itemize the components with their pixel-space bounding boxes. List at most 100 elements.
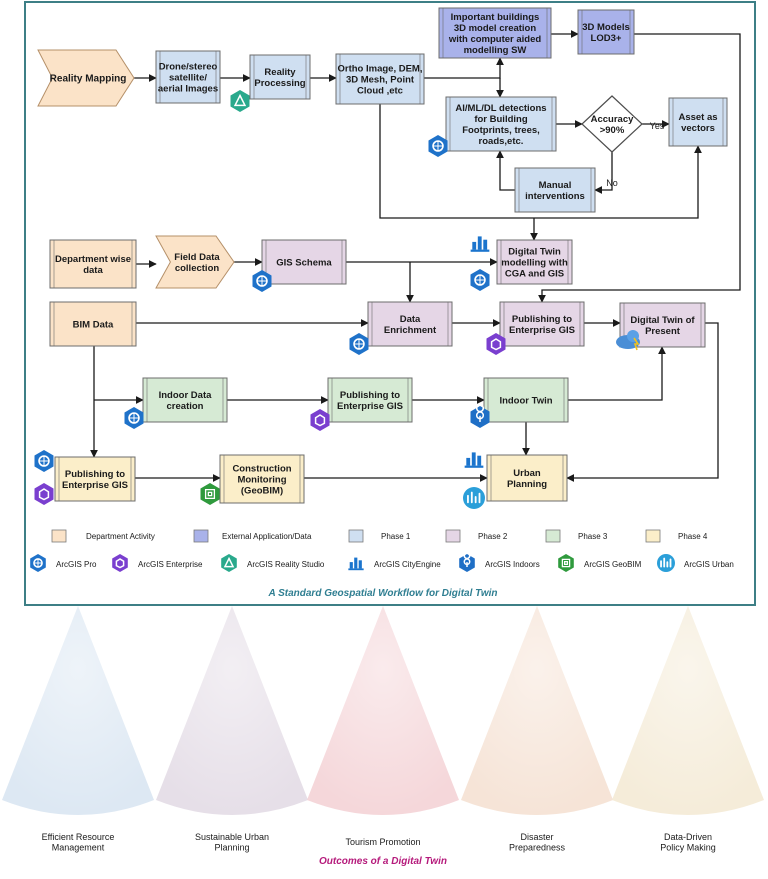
software-legend-label: ArcGIS Urban: [684, 560, 734, 569]
enterprise-mark: [38, 488, 50, 501]
arcgis-cityengine-icon: [469, 232, 491, 254]
hex-shape: [34, 483, 54, 505]
globe-lines: [257, 276, 267, 286]
legend-item: Phase 3: [545, 529, 608, 543]
ground: [464, 465, 484, 468]
label-line: Enrichment: [384, 325, 437, 336]
legend-label: Phase 1: [381, 532, 411, 541]
tower-b: [477, 236, 482, 250]
tower-a: [472, 241, 477, 250]
legend-label: Phase 2: [478, 532, 508, 541]
label-line: >90%: [600, 125, 625, 136]
cone-highlight: [307, 606, 459, 815]
label-line: Indoor Data: [159, 390, 212, 401]
tower-a: [349, 562, 353, 569]
software-legend-label: ArcGIS Indoors: [485, 560, 540, 569]
gis-schema-node-box: [261, 239, 347, 285]
label-line: roads,etc.: [479, 136, 524, 147]
outcome-label: Tourism Promotion: [345, 837, 420, 847]
studio-mark: [223, 556, 235, 568]
yes-label: Yes: [650, 121, 665, 131]
pin-ring: [463, 558, 471, 566]
outcomes-caption: Outcomes of a Digital Twin: [319, 856, 447, 867]
cloud-icon: [616, 330, 640, 351]
reality-mapping-node: Reality Mapping: [37, 49, 135, 107]
flow-arrow: [496, 150, 515, 191]
arcgis-reality-studio-icon: [230, 90, 250, 112]
label-line: Construction: [232, 463, 291, 474]
label-line: Sustainable Urban: [195, 832, 269, 842]
label-line: Policy Making: [660, 842, 716, 852]
label-line: AI/ML/DL detections: [455, 103, 546, 114]
legend-label: Phase 4: [678, 532, 708, 541]
legend-swatch: [348, 529, 364, 543]
arcgis-pro-icon: [470, 269, 490, 291]
label-line: 3D Mesh, Point: [346, 74, 415, 85]
label-line: (GeoBIM): [241, 485, 283, 496]
label-line: modelling SW: [464, 45, 527, 56]
drone-images-node-inner: [159, 50, 217, 104]
arcgis-pro-icon: [428, 135, 448, 157]
label-line: CGA and GIS: [505, 268, 564, 279]
tower-c: [358, 560, 362, 569]
legend-swatch: [545, 529, 561, 543]
field-data-node-shape: [155, 235, 235, 289]
circle-shape: [463, 487, 485, 509]
arcgis-enterprise-icon: [486, 333, 506, 355]
hex-shape: [310, 409, 330, 431]
label-line: Cloud ,etc: [357, 85, 403, 96]
node-label: Reality Mapping: [50, 74, 127, 85]
globe-lines: [129, 413, 139, 423]
ortho-image-node-box: [335, 53, 425, 105]
important-buildings-node-box: [438, 7, 552, 59]
geobim-mark: [561, 558, 571, 568]
data-enrichment-node-box: [367, 301, 453, 347]
label-line: with computer aided: [448, 34, 542, 45]
label-line: interventions: [525, 191, 585, 202]
models-lod-node-inner: [581, 9, 631, 55]
ground: [348, 568, 364, 571]
ground: [470, 249, 490, 252]
hex-shape: [558, 554, 574, 572]
arcgis-urban-icon: [657, 554, 675, 572]
label-line: LOD3+: [591, 33, 622, 44]
hex-shape: [486, 333, 506, 355]
construction-node-inner: [223, 454, 301, 504]
label-line: Yes: [650, 121, 665, 131]
label-line: Urban: [513, 468, 541, 479]
arcgis-pro-icon: [252, 270, 272, 292]
label-line: data: [83, 265, 103, 276]
accuracy-decision-node: Accuracy>90%: [581, 95, 643, 153]
legend-item: Phase 1: [348, 529, 411, 543]
label-line: Ortho Image, DEM,: [338, 63, 423, 74]
label-line: Important buildings: [451, 12, 540, 23]
label-line: collection: [175, 263, 220, 274]
software-legend-label: ArcGIS CityEngine: [374, 560, 441, 569]
globe-lines: [39, 456, 49, 466]
geobim-mark: [204, 488, 216, 500]
department-data-node-inner: [53, 239, 133, 289]
label-line: Efficient Resource: [42, 832, 115, 842]
arcgis-pro-icon: [124, 407, 144, 429]
label-line: Present: [645, 326, 681, 337]
legend-swatch: [645, 529, 661, 543]
digital-twin-present-node-inner: [623, 302, 702, 348]
legend-swatch: [193, 529, 209, 543]
indoor-twin-node-inner: [487, 377, 565, 423]
label-line: Reality Mapping: [50, 74, 127, 85]
